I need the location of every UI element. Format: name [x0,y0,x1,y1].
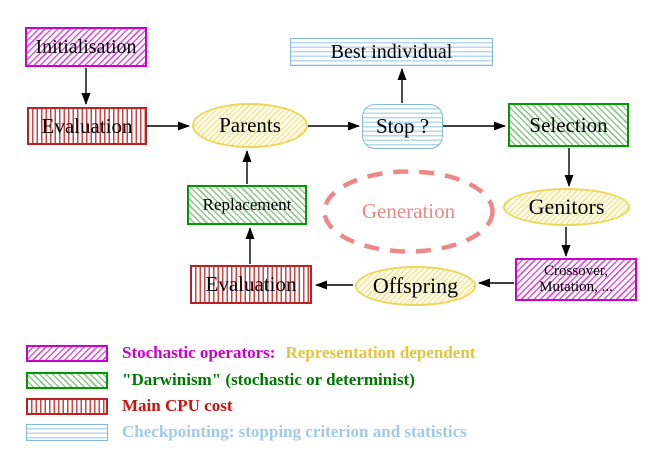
offspring-ellipse: Offspring [355,266,476,306]
initialisation-label: Initialisation [35,35,137,58]
evaluation-top-box: Evaluation [27,107,147,145]
legend-row-darwinism: "Darwinism" (stochastic or determinist) [26,370,415,389]
selection-box: Selection [508,103,629,147]
offspring-label: Offspring [372,273,459,299]
legend-swatch-cyan-stripes [26,423,108,441]
legend-label-representation-dependent: Representation dependent [285,343,476,362]
legend-label-darwinism: "Darwinism" (stochastic or determinist) [122,370,415,389]
generation-ellipse: Generation [322,169,495,254]
legend-label-checkpointing: Checkpointing: stopping criterion and st… [122,422,467,441]
legend-label-main-cpu-cost: Main CPU cost [122,396,233,415]
legend-swatch-magenta-hatch [26,344,108,362]
legend-swatch-green-hatch [26,371,108,389]
legend-row-stochastic-operators: Stochastic operators: Representation depe… [26,343,475,363]
replacement-label: Replacement [202,195,292,215]
parents-ellipse: Parents [192,103,308,148]
crossover-label-line2: Mutation, ... [539,278,613,295]
evaluation-top-label: Evaluation [41,113,133,138]
crossover-label-line1: Crossover, [544,262,608,279]
genitors-ellipse: Genitors [503,188,630,226]
legend-text-stochastic: Stochastic operators: Representation depe… [122,343,475,363]
evaluation-bottom-box: Evaluation [190,265,312,304]
evaluation-bottom-label: Evaluation [205,272,297,297]
legend-swatch-red-stripes [26,397,108,415]
best-individual-label: Best individual [330,40,453,63]
initialisation-box: Initialisation [25,27,147,67]
generation-label: Generation [361,199,456,223]
legend-row-main-cpu-cost: Main CPU cost [26,396,233,415]
parents-label: Parents [219,113,281,138]
replacement-box: Replacement [187,185,307,225]
legend-label-stochastic-operators: Stochastic operators: [122,343,276,362]
legend-row-checkpointing: Checkpointing: stopping criterion and st… [26,422,467,441]
crossover-mutation-box: Crossover, Mutation, ... [515,258,637,301]
selection-label: Selection [529,112,608,137]
genitors-label: Genitors [528,194,605,220]
stop-label: Stop ? [375,114,430,139]
stop-box: Stop ? [362,104,443,149]
best-individual-box: Best individual [290,38,493,66]
